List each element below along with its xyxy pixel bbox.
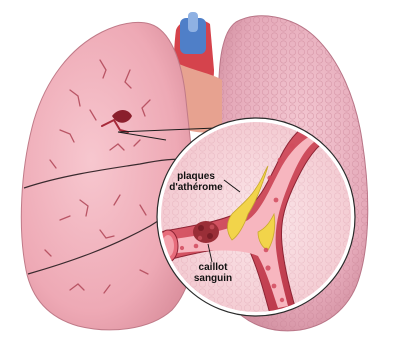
plaques-atherome-label: plaques d'athérome [164,171,228,193]
caillot-label-line1: caillot [191,262,235,273]
blood-clot [193,221,219,243]
caillot-sanguin-label: caillot sanguin [191,262,235,284]
plaques-label-line1: plaques [164,171,228,182]
caillot-label-line2: sanguin [191,273,235,284]
plaques-label-line2: d'athérome [164,182,228,193]
